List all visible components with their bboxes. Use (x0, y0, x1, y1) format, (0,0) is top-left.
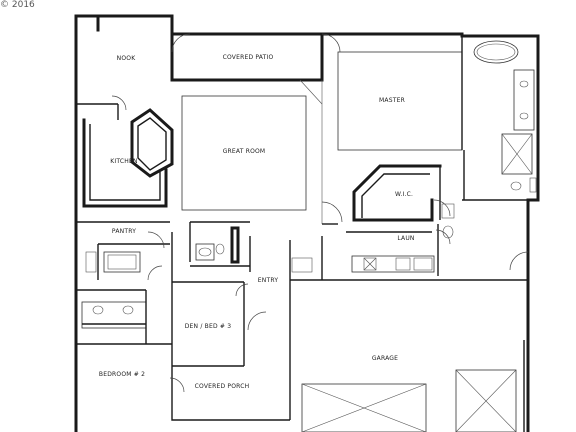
label-nook: NOOK (117, 55, 137, 62)
label-pantry: PANTRY (112, 228, 136, 235)
interior-walls (76, 36, 538, 432)
label-bedroom2: BEDROOM # 2 (99, 371, 145, 378)
label-kitchen: KITCHEN (110, 158, 137, 165)
label-entry: ENTRY (258, 277, 279, 284)
copyright-text: © 2016 (0, 0, 35, 10)
label-master: MASTER (379, 97, 405, 104)
door-swings (111, 33, 529, 393)
label-den-bed3: DEN / BED # 3 (185, 323, 232, 330)
room-labels: NOOK COVERED PATIO MASTER KITCHEN GREAT … (99, 54, 415, 390)
label-great-room: GREAT ROOM (223, 148, 266, 155)
label-covered-porch: COVERED PORCH (195, 383, 250, 390)
label-wic: W.I.C. (395, 191, 413, 198)
label-garage: GARAGE (372, 355, 398, 362)
label-laun: LAUN (397, 235, 414, 242)
label-covered-patio: COVERED PATIO (223, 54, 274, 61)
